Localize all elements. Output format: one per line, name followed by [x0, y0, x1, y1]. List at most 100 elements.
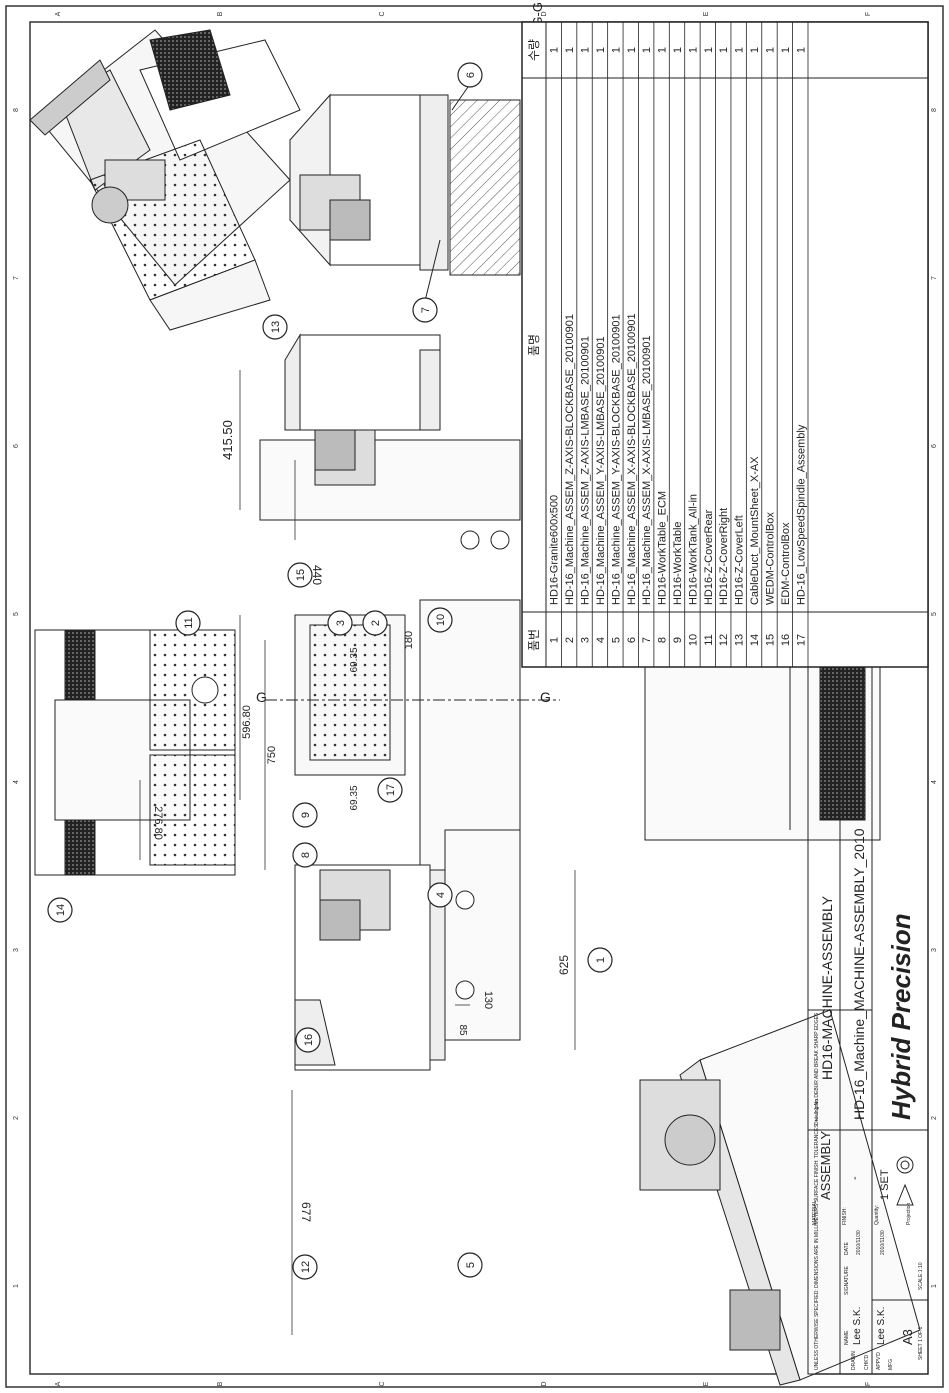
section-marker-top: G [256, 689, 267, 705]
bom-item-no: 7 [641, 637, 653, 643]
zone-row-label: C [379, 11, 386, 16]
dim-180: 180 [403, 631, 415, 649]
tb-company: Hybrid Precision [886, 913, 916, 1120]
zone-row-label: E [703, 1381, 710, 1386]
bom-item-name: HD16-WorkTank_All-in [687, 494, 699, 605]
zone-col-label: 4 [13, 780, 20, 784]
bom-item-no: 1 [549, 637, 561, 643]
tb-notes: UNLESS OTHERWISE SPECIFIED: DIMENSIONS A… [814, 1012, 820, 1370]
balloon-number: 6 [465, 72, 477, 78]
tb-material-label: MATERIAL: [812, 1199, 818, 1225]
dim-130: 130 [482, 991, 494, 1009]
bom-item-name: HD-16_Machine_ASSEM_X-AXIS-BLOCKBASE_201… [626, 313, 638, 605]
bom-item-no: 13 [734, 634, 746, 646]
isometric-view-bottom [639, 1009, 921, 1386]
tb-drawn-label: DRAWN [851, 1351, 857, 1370]
bom-row: 7HD-16_Machine_ASSEM_X-AXIS-LMBASE_20100… [641, 22, 655, 667]
bom-item-name: CableDuct_MountSheet_X-AX [749, 456, 761, 605]
zone-col-label: 5 [13, 612, 20, 616]
bom-item-no: 9 [672, 637, 684, 643]
zone-col-label: 1 [931, 1284, 938, 1288]
bom-header-qty: 수량 [527, 39, 541, 61]
balloon-number: 2 [370, 620, 382, 626]
tb-appvd-name: Lee S.K. [876, 1307, 887, 1345]
zone-row-label: F [865, 1382, 872, 1386]
item-balloon: 2 [362, 610, 388, 636]
item-balloon: 10 [427, 607, 453, 633]
balloon-number: 14 [55, 904, 67, 916]
item-balloon: 11 [175, 610, 201, 636]
bom-item-qty: 1 [734, 47, 746, 53]
item-balloon: 7 [412, 297, 438, 323]
item-balloon: 17 [377, 777, 403, 803]
bom-item-name: HD16-Z-CoverLeft [734, 515, 746, 605]
side-view-left [294, 829, 521, 1071]
zone-col-label: 6 [931, 444, 938, 448]
bom-item-qty: 1 [687, 47, 699, 53]
dim-677: 677 [299, 1202, 313, 1222]
zone-col-label: 3 [13, 948, 20, 952]
side-view-right [259, 333, 521, 550]
bom-item-name: EDM-ControlBox [780, 522, 792, 605]
item-balloon: 14 [47, 897, 73, 923]
bom-row: 10 HD16-WorkTank_All-in 1 [687, 22, 701, 667]
balloon-number: 5 [465, 1262, 477, 1268]
tb-date1: 2010/11/30 [856, 1230, 862, 1255]
bom-row: 6HD-16_Machine_ASSEM_X-AXIS-BLOCKBASE_20… [626, 22, 639, 667]
zone-row-label: B [217, 1381, 224, 1386]
item-balloon: 3 [327, 610, 353, 636]
bom-item-qty: 1 [564, 47, 576, 53]
item-balloon: 4 [427, 882, 453, 908]
zone-row-label: F [865, 12, 872, 16]
zone-row-label: D [541, 1381, 548, 1386]
item-balloon: 6 [457, 62, 483, 88]
zone-col-label: 1 [13, 1284, 20, 1288]
bom-item-name: HD-16_Machine_ASSEM_Z-AXIS-LMBASE_201009… [580, 336, 592, 605]
balloon-number: 15 [295, 569, 307, 581]
balloon-number: 10 [435, 614, 447, 626]
bom-item-name: HD16-Z-CoverRear [703, 509, 715, 605]
balloon-number: 9 [300, 812, 312, 818]
zone-row-label: B [217, 11, 224, 16]
bom-item-name: HD-16_Machine_ASSEM_Y-AXIS-BLOCKBASE_201… [610, 314, 622, 605]
projection-symbol-icon [896, 1156, 914, 1206]
tb-projection-label: Projection [906, 1203, 912, 1225]
bom-row: 5HD-16_Machine_ASSEM_Y-AXIS-BLOCKBASE_20… [610, 22, 624, 667]
bom-item-qty: 1 [549, 47, 561, 53]
tb-drawing-no-label: Drawing No. [814, 1097, 820, 1125]
zone-row-label: C [379, 1381, 386, 1386]
bom-row: 17 HD-16_LowSpeedSpindle_Assembly 1 [795, 22, 809, 667]
tb-material-value: ASSEMBLY [818, 1131, 833, 1200]
bom-item-qty: 1 [703, 47, 715, 53]
bom-item-name: HD-16_LowSpeedSpindle_Assembly [795, 424, 807, 605]
tb-quantity-label: Quantity: [874, 1205, 880, 1225]
bom-item-qty: 1 [795, 47, 807, 53]
bom-item-qty: 1 [764, 47, 776, 53]
title-block [807, 666, 929, 1375]
zone-col-label: 6 [13, 444, 20, 448]
dim-85: 85 [457, 1024, 468, 1036]
bom-item-qty: 1 [641, 47, 653, 53]
zone-col-label: 3 [931, 948, 938, 952]
tb-chkd-label: CHK'D [864, 1354, 870, 1370]
balloon-number: 16 [303, 1034, 315, 1046]
balloon-number: 17 [385, 784, 397, 796]
tb-finish-label: FINISH: [842, 1207, 848, 1225]
bom-item-name: HD-16_Machine_ASSEM_Z-AXIS-BLOCKBASE_201… [564, 314, 576, 605]
zone-col-label: 7 [931, 276, 938, 280]
tb-size: A3 [900, 1329, 915, 1345]
zone-col-label: 2 [13, 1116, 20, 1120]
bom-item-name: HD16-Granite600x500 [549, 495, 561, 605]
bom-item-no: 10 [687, 634, 699, 646]
tb-finish-value: - [849, 1176, 861, 1180]
bom-item-no: 17 [795, 634, 807, 646]
zone-row-label: D [541, 11, 548, 16]
dim-276: 276.80 [152, 806, 164, 840]
